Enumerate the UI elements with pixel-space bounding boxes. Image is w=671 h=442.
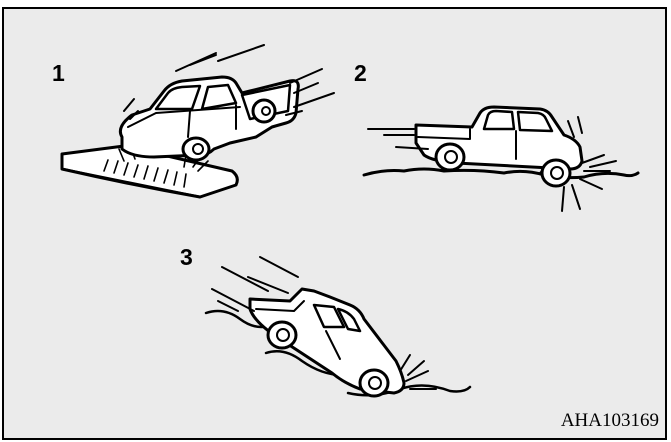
scene-1-truck-hitting-curb — [62, 45, 334, 197]
label-2: 2 — [354, 62, 367, 85]
truck-3-rear-hub — [277, 329, 289, 341]
label-1: 1 — [52, 62, 65, 85]
truck-2-front-hub — [551, 167, 563, 179]
truck-3-front-hub — [369, 377, 381, 389]
figure-code: AHA103169 — [561, 411, 659, 430]
illustration-frame: 1 2 3 AHA103169 — [2, 7, 667, 440]
scene-2-truck-on-rough-road — [364, 107, 638, 211]
truck-2-window — [484, 111, 514, 129]
truck-1-front-hub — [193, 144, 203, 154]
scene-3-truck-descending-slope — [206, 257, 470, 396]
label-3: 3 — [180, 246, 193, 269]
illustration-canvas — [4, 9, 665, 438]
truck-2-rear-hub — [445, 151, 457, 163]
truck-1-rear-hub — [262, 107, 270, 115]
